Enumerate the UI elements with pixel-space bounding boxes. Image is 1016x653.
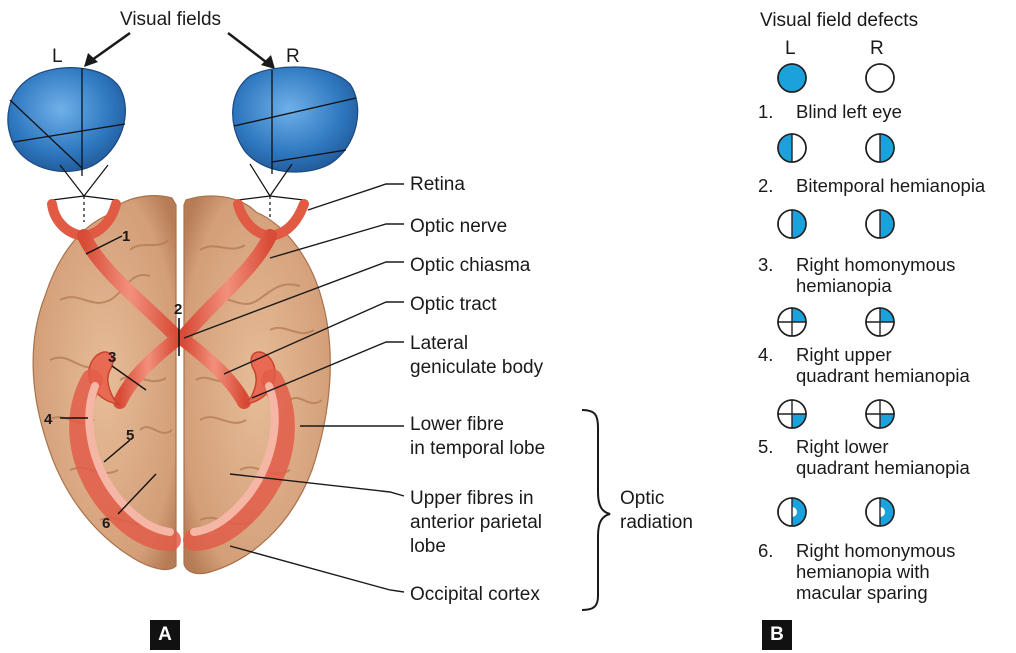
defect-number: 5.	[758, 436, 796, 457]
lower-right-quadrant-blind-icon	[866, 400, 894, 428]
right-half-blind-icon	[866, 134, 894, 162]
label-retina: Retina	[410, 174, 465, 195]
defects-col-left: L	[785, 38, 796, 59]
defect-caption-continuation: hemianopia with	[758, 561, 955, 582]
label-optic-radiation-line1: Optic	[620, 488, 664, 509]
right-half-macular-sparing-icon	[778, 498, 806, 526]
defect-caption-line: 6.Right homonymous	[758, 540, 955, 561]
panel-b-tag: B	[762, 620, 792, 650]
defect-number: 2.	[758, 175, 796, 196]
defect-caption-line: 1.Blind left eye	[758, 101, 902, 122]
label-optic-nerve: Optic nerve	[410, 216, 507, 237]
defect-caption-continuation: quadrant hemianopia	[758, 457, 970, 478]
optic-pathway	[52, 204, 304, 540]
defect-caption-continuation: hemianopia	[758, 275, 955, 296]
defect-caption-line: 2.Bitemporal hemianopia	[758, 175, 985, 196]
defect-caption-line: 4.Right upper	[758, 344, 970, 365]
left-visual-field	[8, 68, 125, 176]
right-half-blind-icon	[778, 210, 806, 238]
defects-title: Visual field defects	[760, 10, 918, 31]
label-optic-radiation-line2: radiation	[620, 512, 693, 533]
label-optic-tract: Optic tract	[410, 294, 497, 315]
lesion-number-3: 3	[108, 349, 116, 366]
defect-number: 6.	[758, 540, 796, 561]
defect-caption-1: 1.Blind left eye	[758, 101, 902, 122]
lesion-number-2: 2	[174, 301, 182, 318]
left-half-blind-icon	[778, 134, 806, 162]
defect-text: Right homonymous	[796, 540, 955, 561]
right-half-blind-icon	[866, 210, 894, 238]
full-field-blind-icon	[778, 64, 806, 92]
lesion-number-6: 6	[102, 515, 110, 532]
upper-right-quadrant-blind-icon	[778, 308, 806, 336]
defect-number: 1.	[758, 101, 796, 122]
defect-number: 4.	[758, 344, 796, 365]
right-half-macular-sparing-icon	[866, 498, 894, 526]
right-arrow-icon	[228, 33, 275, 69]
defect-number: 3.	[758, 254, 796, 275]
visual-fields-title: Visual fields	[120, 9, 221, 30]
defect-caption-continuation: quadrant hemianopia	[758, 365, 970, 386]
optic-radiation-brace	[582, 410, 610, 610]
label-upper-fibres-line2: anterior parietal	[410, 512, 542, 533]
defect-caption-line: 3.Right homonymous	[758, 254, 955, 275]
defect-caption-2: 2.Bitemporal hemianopia	[758, 175, 985, 196]
defect-caption-line: 5.Right lower	[758, 436, 970, 457]
defect-text: Right lower	[796, 436, 889, 457]
defect-text: Blind left eye	[796, 101, 902, 122]
label-lgb-line1: Lateral	[410, 333, 468, 354]
lesion-number-1: 1	[122, 228, 130, 245]
right-visual-field	[233, 67, 358, 174]
normal-field-icon	[866, 64, 894, 92]
label-lower-fibre-line2: in temporal lobe	[410, 438, 545, 459]
label-lower-fibre-line1: Lower fibre	[410, 414, 504, 435]
label-upper-fibres-line3: lobe	[410, 536, 446, 557]
lesion-number-5: 5	[126, 427, 134, 444]
label-optic-chiasma: Optic chiasma	[410, 255, 531, 276]
left-arrow-icon	[84, 33, 130, 67]
label-lgb-line2: geniculate body	[410, 357, 544, 378]
projection-lines	[52, 164, 304, 222]
upper-right-quadrant-blind-icon	[866, 308, 894, 336]
label-occipital-cortex: Occipital cortex	[410, 584, 540, 605]
defect-text: Bitemporal hemianopia	[796, 175, 985, 196]
defect-text: Right homonymous	[796, 254, 955, 275]
defect-caption-continuation: macular sparing	[758, 582, 955, 603]
panel-a-tag: A	[150, 620, 180, 650]
lower-right-quadrant-blind-icon	[778, 400, 806, 428]
right-eye-label: R	[286, 46, 300, 67]
lesion-number-4: 4	[44, 411, 53, 428]
defects-col-right: R	[870, 38, 884, 59]
label-upper-fibres-line1: Upper fibres in	[410, 488, 534, 509]
left-eye-label: L	[52, 46, 63, 67]
defect-text: Right upper	[796, 344, 892, 365]
